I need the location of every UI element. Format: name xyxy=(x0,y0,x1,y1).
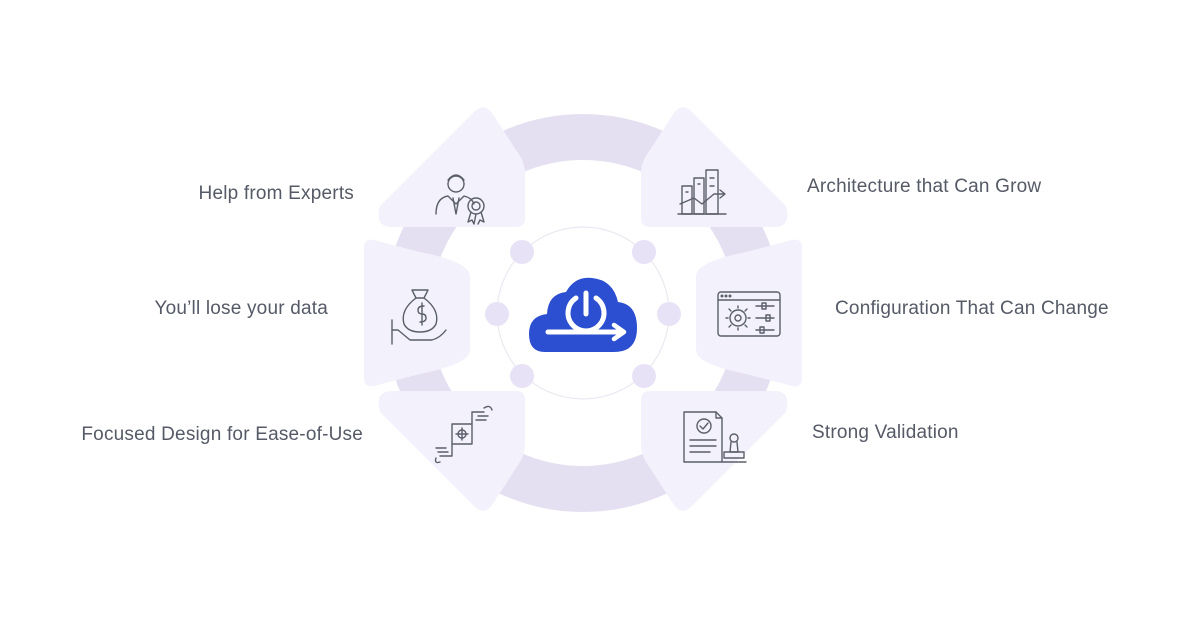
tile-mid-right xyxy=(696,239,802,387)
tile-mid-left xyxy=(364,239,470,387)
orbit-dot xyxy=(510,240,534,264)
feature-label-help-from-experts: Help from Experts xyxy=(198,183,354,204)
orbit-dot xyxy=(632,364,656,388)
tile-top-right xyxy=(641,107,788,227)
feature-label-focused-design: Focused Design for Ease-of-Use xyxy=(81,424,363,445)
orbit-dot xyxy=(510,364,534,388)
city-growth-chart-icon xyxy=(677,169,727,215)
expert-badge-icon xyxy=(435,174,485,225)
orbit-dot xyxy=(632,240,656,264)
document-stamp-icon xyxy=(683,411,747,463)
design-hands-icon xyxy=(434,405,493,464)
cloud-power-arrow-icon xyxy=(529,277,637,352)
feature-label-validation: Strong Validation xyxy=(812,422,959,443)
tile-bottom-right xyxy=(641,391,788,511)
orbit-dot xyxy=(657,302,681,326)
settings-panel-icon xyxy=(717,291,781,337)
orbit-dot xyxy=(485,302,509,326)
tile-top-left xyxy=(378,107,525,227)
money-bag-hand-icon xyxy=(391,289,447,345)
feature-label-lose-your-data: You’ll lose your data xyxy=(154,298,328,319)
feature-label-configuration: Configuration That Can Change xyxy=(835,298,1109,319)
feature-label-architecture: Architecture that Can Grow xyxy=(807,176,1042,197)
